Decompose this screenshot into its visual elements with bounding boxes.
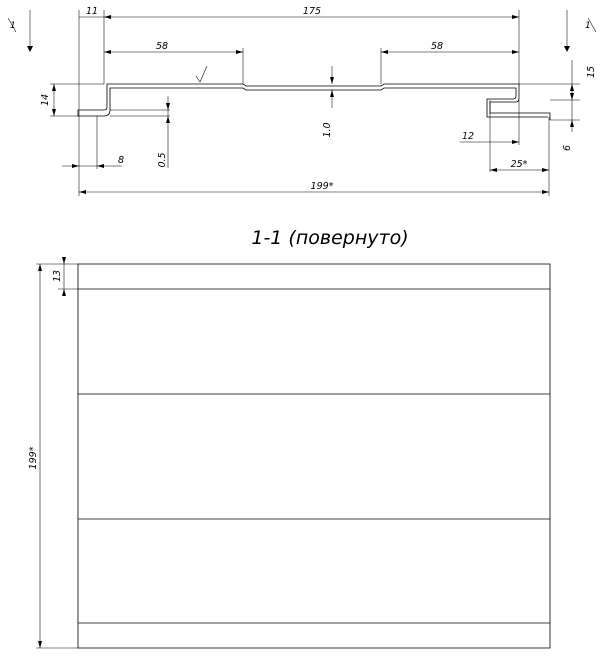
plan-dim-13: 13 [52,270,63,282]
dim-199: 199* [311,181,334,192]
dim-11: 11 [86,6,98,17]
profile-outline-top [80,83,551,120]
dim-1-0: 1.0 [322,122,333,137]
profile-outline-bottom [80,87,548,118]
dim-15: 15 [586,66,597,78]
plan-outline [77,263,551,649]
plan-view: 199* 13 [28,257,551,649]
dim-175: 175 [303,6,321,17]
section-marker-right-label: 1 [585,21,591,31]
dim-58-left: 58 [156,41,168,52]
dim-8: 8 [118,155,124,166]
section-marker-right: 1 [564,10,597,52]
dim-25: 25* [511,159,528,170]
roughness-mark [195,65,208,83]
dim-12: 12 [462,131,474,142]
section-caption: 1-1 (повернуто) [251,227,408,249]
dim-14: 14 [40,94,51,106]
dim-58-right: 58 [431,41,443,52]
dim-6: 6 [562,145,573,151]
plan-dim-199: 199* [28,446,39,469]
dim-0-5: 0.5 [157,152,168,167]
section-view: 1 1 175 [7,6,597,196]
section-marker-left: 1 [7,10,33,52]
